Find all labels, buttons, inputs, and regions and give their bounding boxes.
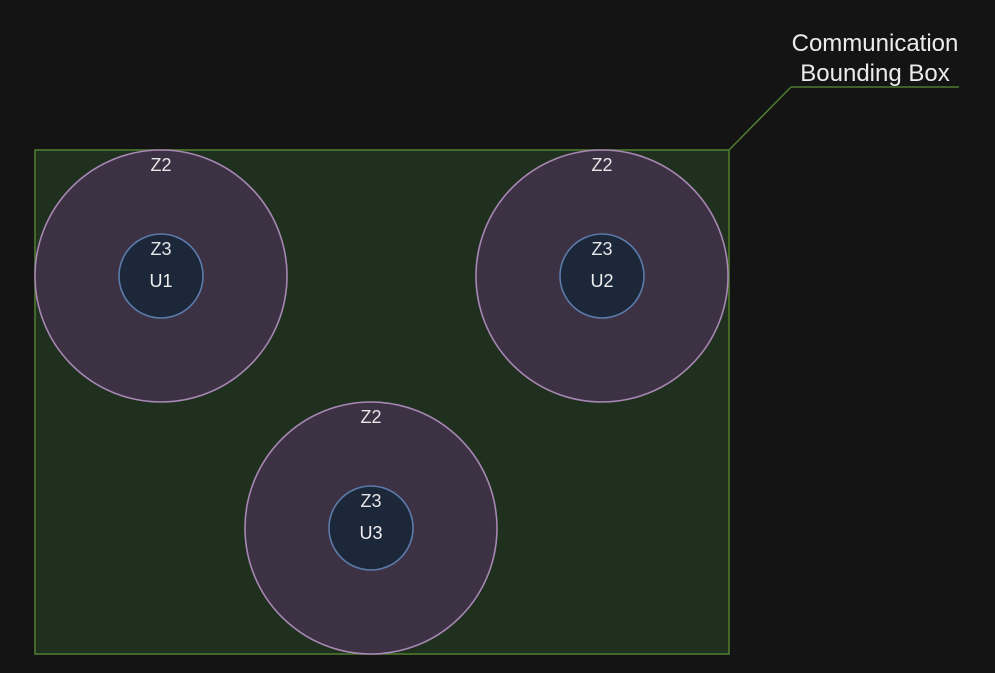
unit-group-u2: Z2 Z3 U2 [475,149,729,403]
z3-zone-circle [559,233,645,319]
unit-group-u3: Z2 Z3 U3 [244,401,498,655]
z3-label: Z3 [150,239,171,259]
z2-label: Z2 [591,155,612,175]
z2-label: Z2 [150,155,171,175]
z3-zone-circle [328,485,414,571]
z3-label: Z3 [360,491,381,511]
caption-line-2: Bounding Box [800,60,949,87]
unit-label: U2 [590,271,613,291]
unit-label: U3 [359,523,382,543]
z3-label: Z3 [591,239,612,259]
unit-label: U1 [149,271,172,291]
caption-leader-line [728,86,959,151]
caption-line-1: Communication [792,30,959,57]
z2-label: Z2 [360,407,381,427]
unit-group-u1: Z2 Z3 U1 [34,149,288,403]
z3-zone-circle [118,233,204,319]
